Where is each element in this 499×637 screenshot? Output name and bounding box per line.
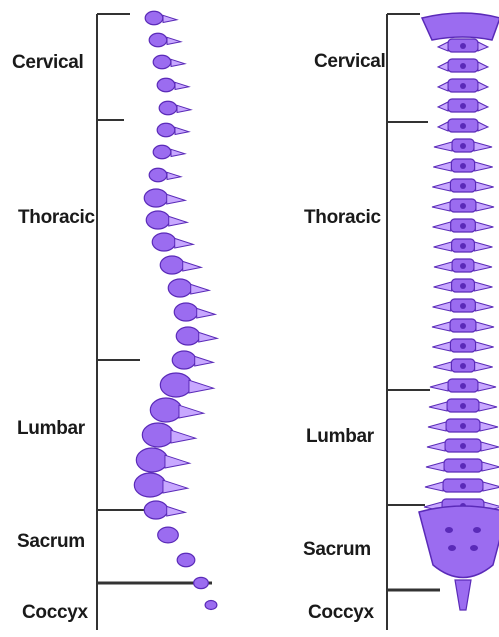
vertebra bbox=[160, 373, 213, 397]
right-label-coccyx: Coccyx bbox=[308, 602, 374, 624]
left-label-cervical: Cervical bbox=[12, 52, 84, 74]
vertebra bbox=[153, 145, 185, 159]
vertebra bbox=[432, 199, 494, 212]
vertebra bbox=[144, 501, 185, 519]
left-bracket bbox=[97, 14, 212, 630]
vertebra bbox=[434, 259, 492, 272]
vertebra bbox=[433, 359, 492, 372]
posterior-spine bbox=[419, 13, 499, 610]
vertebra bbox=[438, 39, 488, 52]
vertebra bbox=[432, 179, 493, 192]
left-label-sacrum: Sacrum bbox=[17, 531, 85, 553]
atlas bbox=[422, 13, 499, 40]
lateral-spine bbox=[134, 11, 217, 609]
vertebra bbox=[136, 448, 189, 472]
vertebra bbox=[429, 399, 497, 412]
vertebra bbox=[433, 299, 494, 312]
right-label-sacrum: Sacrum bbox=[303, 539, 371, 561]
vertebra bbox=[152, 233, 193, 251]
vertebra bbox=[150, 398, 203, 422]
vertebra bbox=[433, 159, 492, 172]
vertebra bbox=[158, 527, 179, 543]
vertebra bbox=[142, 423, 195, 447]
vertebra bbox=[172, 351, 213, 369]
vertebra bbox=[144, 189, 185, 207]
right-label-cervical: Cervical bbox=[314, 51, 386, 73]
vertebra bbox=[432, 319, 494, 332]
vertebra bbox=[160, 256, 201, 274]
vertebra bbox=[177, 553, 195, 567]
vertebra bbox=[438, 59, 488, 72]
coccyx-bone bbox=[455, 580, 471, 610]
vertebra bbox=[176, 327, 217, 345]
vertebra bbox=[434, 279, 493, 292]
vertebra bbox=[426, 459, 499, 472]
vertebra bbox=[427, 439, 499, 452]
vertebra bbox=[438, 99, 488, 112]
vertebra bbox=[145, 11, 177, 25]
vertebra bbox=[438, 119, 488, 132]
vertebra bbox=[149, 33, 181, 47]
vertebra bbox=[434, 139, 492, 152]
vertebra bbox=[205, 601, 217, 610]
right-label-thoracic: Thoracic bbox=[304, 207, 381, 229]
vertebra bbox=[159, 101, 191, 115]
vertebra bbox=[157, 123, 189, 137]
left-label-lumbar: Lumbar bbox=[17, 418, 85, 440]
sacrum-bone bbox=[419, 506, 499, 578]
vertebra bbox=[425, 479, 499, 492]
vertebra bbox=[434, 239, 493, 252]
left-label-thoracic: Thoracic bbox=[18, 207, 95, 229]
vertebra bbox=[157, 78, 189, 92]
vertebra bbox=[428, 419, 498, 432]
vertebra bbox=[146, 211, 187, 229]
right-label-lumbar: Lumbar bbox=[306, 426, 374, 448]
vertebra bbox=[153, 55, 185, 69]
vertebra bbox=[174, 303, 215, 321]
vertebra bbox=[149, 168, 181, 182]
vertebra bbox=[433, 219, 494, 232]
vertebra bbox=[430, 379, 496, 392]
vertebra bbox=[168, 279, 209, 297]
vertebra bbox=[134, 473, 187, 497]
vertebra bbox=[432, 339, 493, 352]
left-label-coccyx: Coccyx bbox=[22, 602, 88, 624]
vertebra bbox=[438, 79, 488, 92]
vertebra bbox=[194, 577, 209, 588]
